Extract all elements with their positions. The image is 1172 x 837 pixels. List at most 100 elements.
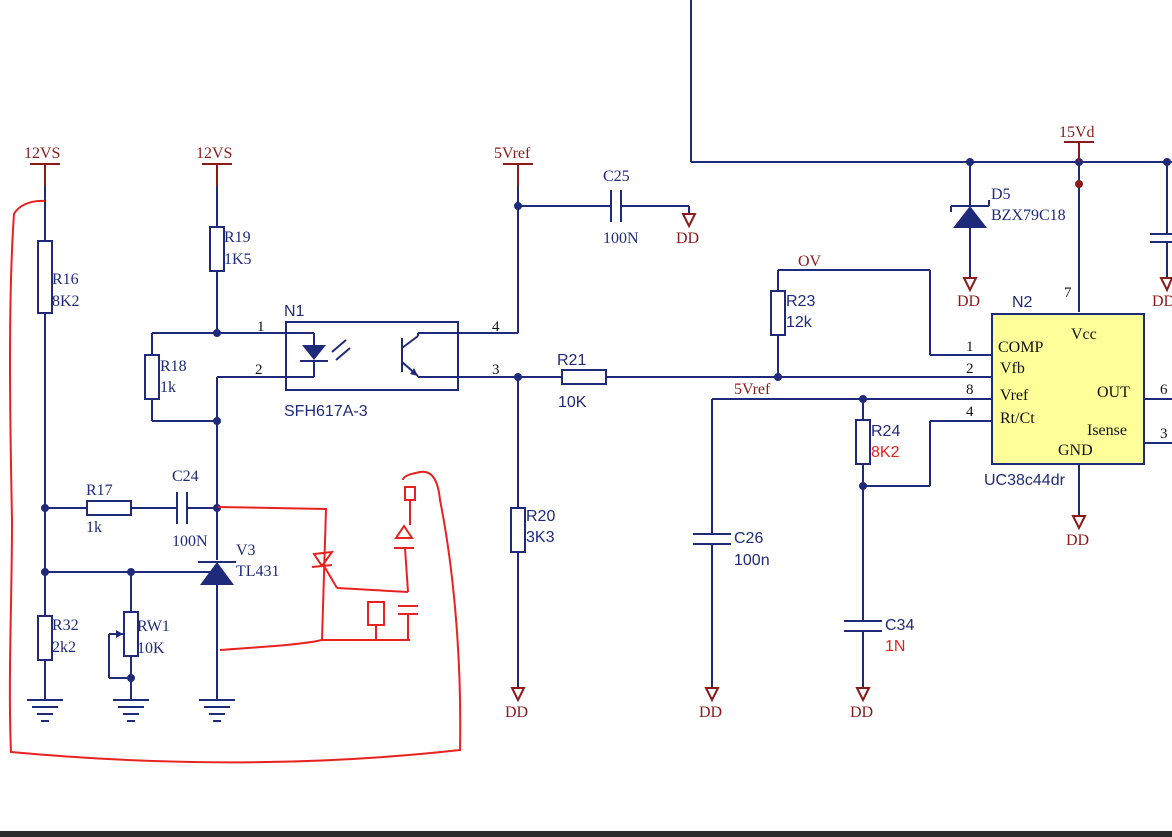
- svg-text:R24: R24: [871, 423, 900, 440]
- svg-text:4: 4: [966, 404, 974, 420]
- svg-text:8K2: 8K2: [52, 293, 80, 310]
- svg-text:7: 7: [1064, 285, 1072, 301]
- shunt-regulator-v3: V3 TL431: [198, 542, 280, 585]
- svg-text:Isense: Isense: [1087, 422, 1127, 439]
- capacitor-c26: C26 100n: [693, 530, 770, 569]
- svg-text:DD: DD: [505, 704, 528, 721]
- capacitor-c24: C24 100N: [172, 468, 208, 550]
- svg-text:SFH617A-3: SFH617A-3: [284, 403, 368, 420]
- svg-text:DD: DD: [850, 704, 873, 721]
- svg-text:N2: N2: [1012, 294, 1033, 311]
- svg-text:D5: D5: [991, 186, 1011, 203]
- svg-text:DD: DD: [957, 293, 980, 310]
- dd-symbol-right: DD: [1152, 277, 1172, 310]
- svg-text:C24: C24: [172, 468, 199, 485]
- dd-symbol-c26: DD: [699, 687, 722, 721]
- svg-text:R20: R20: [526, 508, 555, 525]
- svg-text:DD: DD: [699, 704, 722, 721]
- ic-n2: N2 UC38c44dr COMP Vfb Vref Rt/Ct Vcc OUT…: [966, 285, 1168, 489]
- svg-text:100n: 100n: [734, 552, 770, 569]
- svg-text:Vfb: Vfb: [1000, 360, 1025, 377]
- svg-text:R32: R32: [52, 617, 79, 634]
- svg-text:2: 2: [966, 361, 974, 377]
- capacitor-c34: C34 1N: [844, 617, 914, 655]
- svg-text:15Vd: 15Vd: [1059, 124, 1095, 141]
- resistor-r32: R32 2k2: [37, 615, 79, 661]
- svg-text:R23: R23: [786, 293, 815, 310]
- svg-text:1N: 1N: [885, 638, 905, 655]
- svg-text:3: 3: [1160, 426, 1168, 442]
- svg-text:2: 2: [255, 362, 263, 378]
- resistor-r24: R24 8K2: [855, 419, 900, 465]
- svg-text:R18: R18: [160, 358, 187, 375]
- power-12vs-mid: 12VS: [196, 145, 232, 186]
- svg-text:8: 8: [966, 382, 974, 398]
- svg-text:6: 6: [1160, 382, 1168, 398]
- svg-text:R16: R16: [52, 271, 79, 288]
- svg-text:1: 1: [966, 339, 974, 355]
- svg-text:BZX79C18: BZX79C18: [991, 207, 1066, 224]
- svg-text:DD: DD: [1066, 532, 1089, 549]
- svg-text:4: 4: [492, 319, 500, 335]
- svg-text:OV: OV: [798, 253, 822, 270]
- svg-text:2k2: 2k2: [52, 639, 76, 656]
- net-ov: OV: [798, 253, 822, 270]
- svg-text:COMP: COMP: [998, 339, 1043, 356]
- svg-text:OUT: OUT: [1097, 384, 1130, 401]
- resistor-r16: R16 8K2: [37, 240, 80, 314]
- svg-text:GND: GND: [1058, 442, 1093, 459]
- dd-symbol-n2: DD: [1066, 515, 1089, 549]
- optocoupler-n1: N1 SFH617A-3 1 2 3 4: [255, 303, 500, 420]
- dd-symbol-c34: DD: [850, 687, 873, 721]
- svg-text:RW1: RW1: [137, 618, 170, 635]
- bottom-bar: [0, 831, 1172, 837]
- dd-symbol-c25: DD: [676, 213, 699, 247]
- svg-text:100N: 100N: [603, 230, 639, 247]
- svg-text:C34: C34: [885, 617, 914, 634]
- svg-text:R19: R19: [224, 229, 251, 246]
- svg-text:Vcc: Vcc: [1071, 326, 1097, 343]
- power-15vd: 15Vd: [1059, 124, 1095, 162]
- svg-text:12VS: 12VS: [196, 145, 232, 162]
- resistor-r21: R21 10K: [557, 352, 607, 411]
- svg-text:3K3: 3K3: [526, 529, 555, 546]
- svg-text:TL431: TL431: [236, 563, 280, 580]
- resistor-r20: R20 3K3: [510, 507, 555, 553]
- svg-text:Rt/Ct: Rt/Ct: [1000, 410, 1035, 427]
- svg-text:8K2: 8K2: [871, 444, 900, 461]
- resistor-r23: R23 12k: [770, 290, 815, 336]
- svg-text:1: 1: [257, 319, 265, 335]
- svg-text:N1: N1: [284, 303, 305, 320]
- svg-text:10K: 10K: [137, 640, 165, 657]
- svg-text:1k: 1k: [86, 519, 102, 536]
- dd-symbol-d5: DD: [957, 277, 980, 310]
- power-12vs-left: 12VS: [24, 145, 60, 186]
- zener-diode-d5: D5 BZX79C18: [950, 186, 1066, 228]
- svg-text:R21: R21: [557, 352, 586, 369]
- svg-text:5Vref: 5Vref: [494, 145, 531, 162]
- svg-text:1K5: 1K5: [224, 251, 252, 268]
- resistor-r17: R17 1k: [86, 482, 132, 536]
- svg-text:10K: 10K: [558, 394, 587, 411]
- svg-text:C25: C25: [603, 168, 630, 185]
- ground-3: [199, 699, 235, 722]
- resistor-r19: R19 1K5: [209, 226, 252, 272]
- ground-1: [27, 699, 63, 722]
- potentiometer-rw1: RW1 10K: [108, 611, 170, 679]
- svg-text:Vref: Vref: [1000, 387, 1029, 404]
- svg-text:12k: 12k: [786, 314, 813, 331]
- svg-text:UC38c44dr: UC38c44dr: [984, 472, 1066, 489]
- capacitor-c25: C25 100N: [603, 168, 639, 247]
- ground-2: [113, 699, 149, 722]
- svg-text:R17: R17: [86, 482, 113, 499]
- svg-text:DD: DD: [1152, 293, 1172, 310]
- svg-text:5Vref: 5Vref: [734, 381, 771, 398]
- resistor-r18: R18 1k: [144, 354, 187, 400]
- svg-text:V3: V3: [236, 542, 256, 559]
- svg-text:3: 3: [492, 362, 500, 378]
- red-annotation: [8, 199, 462, 764]
- svg-text:C26: C26: [734, 530, 763, 547]
- dd-symbol-r20: DD: [505, 687, 528, 721]
- svg-text:DD: DD: [676, 230, 699, 247]
